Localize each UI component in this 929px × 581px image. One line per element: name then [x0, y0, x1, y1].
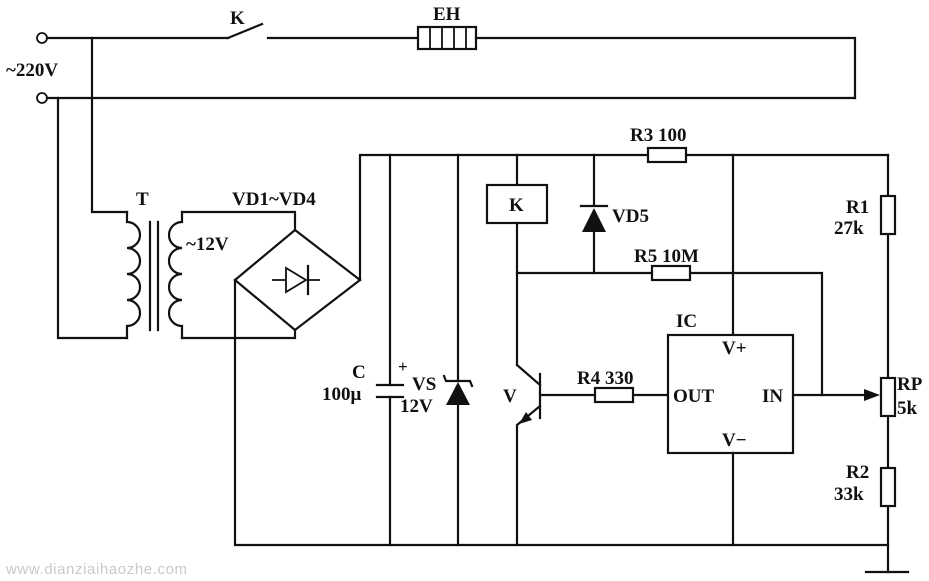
- secondary-winding: [167, 210, 184, 340]
- divider-network: R1 27k RP 5k R2 33k: [834, 153, 923, 574]
- vd5-label: VD5: [612, 206, 649, 227]
- zener-value: 12V: [400, 396, 433, 417]
- primary-feed-top: [90, 36, 129, 214]
- mains-wire-top-right: [474, 36, 857, 100]
- ic-vminus: V−: [722, 430, 747, 451]
- resistor-r3: [646, 146, 688, 164]
- bridge-diamond: [233, 228, 362, 332]
- r1-name: R1: [846, 197, 869, 218]
- primary-winding: [125, 210, 142, 340]
- resistor-r3-group: R3 100: [630, 125, 688, 164]
- positive-rail: [358, 153, 890, 282]
- secondary-wire-top: [180, 210, 297, 232]
- primary-feed-bottom: [56, 96, 129, 340]
- capacitor-plates: [375, 383, 405, 399]
- zener-vs: VS 12V: [400, 153, 474, 547]
- transformer-core: [148, 220, 160, 332]
- resistor-r1: [879, 194, 897, 236]
- r2-value: 33k: [834, 484, 864, 505]
- capacitor-value: 100μ: [322, 384, 362, 405]
- transistor-collector: [515, 363, 542, 387]
- zener-name: VS: [412, 374, 436, 395]
- relay-coil-k: [485, 183, 549, 225]
- heater-eh-label: EH: [433, 4, 461, 25]
- supply-label: ~220V: [6, 60, 58, 81]
- capacitor-c: + C 100μ: [322, 153, 408, 547]
- potentiometer-rp: [879, 376, 897, 418]
- capacitor-name: C: [352, 362, 366, 383]
- r2-name: R2: [846, 462, 869, 483]
- transformer-t: T ~12V: [125, 189, 297, 340]
- secondary-voltage-label: ~12V: [186, 234, 229, 255]
- r1-value: 27k: [834, 218, 864, 239]
- rp-name: RP: [897, 374, 923, 395]
- rp-wiper-arrow: [864, 389, 880, 401]
- transistor-emitter: [515, 404, 542, 547]
- zener-triangle: [446, 382, 470, 405]
- terminal-bottom: [36, 92, 48, 104]
- rp-value: 5k: [897, 398, 918, 419]
- resistor-r4: [593, 386, 635, 404]
- ic-name: IC: [676, 311, 697, 332]
- r5-label: R5 10M: [634, 246, 699, 267]
- capacitor-polarity: +: [398, 357, 408, 376]
- secondary-wire-bottom: [180, 328, 297, 340]
- transformer-label: T: [136, 189, 149, 210]
- transistor-label: V: [503, 386, 517, 407]
- switch-k-blade: [226, 22, 264, 40]
- bridge-rectifier: VD1~VD4: [232, 153, 890, 547]
- zener-bar: [442, 374, 474, 388]
- r4-label: R4 330: [577, 368, 633, 389]
- resistor-r5: [650, 264, 692, 282]
- switch-k-label: K: [230, 8, 245, 29]
- terminal-top: [36, 32, 48, 44]
- bridge-label: VD1~VD4: [232, 189, 316, 210]
- r3-label: R3 100: [630, 125, 686, 146]
- resistor-r2: [879, 466, 897, 508]
- watermark: www.dianziaihaozhe.com: [5, 561, 188, 578]
- relay-label: K: [509, 195, 524, 216]
- vd5-triangle: [582, 208, 606, 232]
- ic-body: [666, 333, 795, 455]
- ground-rail: [233, 278, 890, 547]
- ic-in: IN: [762, 386, 783, 407]
- transistor-emitter-arrow: [519, 412, 532, 424]
- bridge-diode-symbol: [285, 266, 308, 294]
- relay-driver: K VD5 R5 10M V R4 330: [485, 153, 824, 547]
- heater-eh-segments: [429, 27, 467, 49]
- ic-out: OUT: [673, 386, 715, 407]
- mains-section: ~220V K EH: [6, 4, 857, 340]
- ic-vplus: V+: [722, 338, 747, 359]
- ic-block: IC V+ V− OUT IN: [666, 153, 880, 547]
- heater-eh: [416, 25, 478, 51]
